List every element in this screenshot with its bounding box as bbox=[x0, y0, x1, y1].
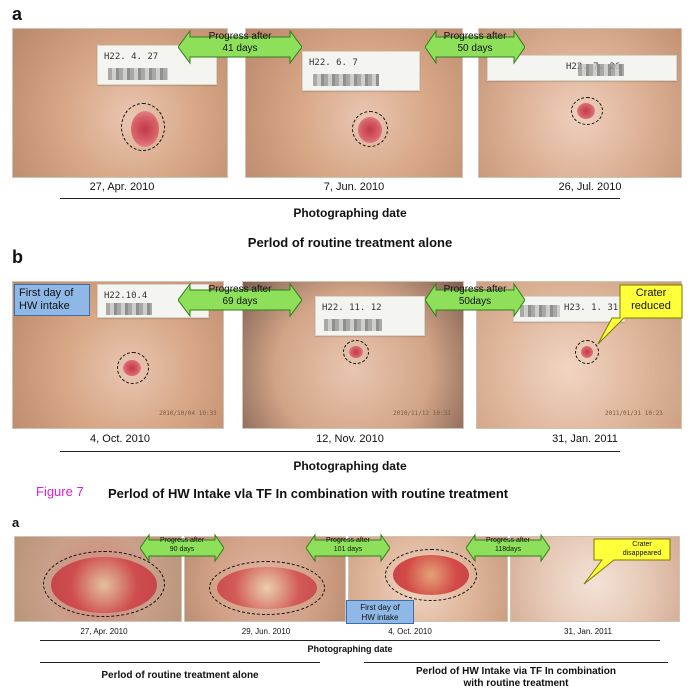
crater-callout-shape bbox=[597, 284, 683, 345]
photo-tape: H22. 6. 7 bbox=[302, 51, 420, 91]
divider bbox=[60, 198, 620, 199]
divider bbox=[40, 662, 320, 663]
progress-arrow bbox=[140, 533, 224, 563]
progress-arrow bbox=[425, 282, 525, 318]
photographing-date-label: Photographing date bbox=[293, 206, 407, 220]
wound-photo-7 bbox=[14, 536, 182, 622]
wound-outline bbox=[385, 549, 477, 601]
wound-photo-5: H22. 11. 12 2010/11/12 10:33 bbox=[242, 281, 464, 429]
tape-label: H22. 11. 12 bbox=[322, 303, 382, 313]
camera-timestamp: 2011/01/31 10:23 bbox=[605, 410, 663, 417]
progress-arrow-label: Progress after 50days bbox=[443, 284, 507, 307]
progress-arrow bbox=[178, 29, 302, 65]
photographing-date-label: Photographing date bbox=[293, 459, 407, 473]
photo-tape: H22. 7. 26 bbox=[487, 55, 677, 81]
photo-date: 12, Nov. 2010 bbox=[316, 433, 384, 445]
photo-date: 26, Jul. 2010 bbox=[558, 181, 622, 193]
wound-outline bbox=[343, 340, 369, 364]
camera-timestamp: 2010/11/12 10:33 bbox=[393, 410, 451, 417]
period-label: Perlod of routine treatment alone bbox=[101, 670, 259, 681]
progress-arrow-label: Progress after 118days bbox=[486, 537, 530, 553]
progress-arrow-label: Progress after 101 days bbox=[326, 537, 370, 553]
crater-callout-label: Crater disappeared bbox=[622, 541, 662, 557]
photo-date: 7, Jun. 2010 bbox=[323, 181, 385, 193]
panel-c-letter: a bbox=[12, 515, 20, 530]
first-day-callout: First day of HW intake bbox=[14, 284, 90, 316]
tape-label: H22.10.4 bbox=[104, 291, 148, 301]
photo-tape: H22. 11. 12 bbox=[315, 296, 425, 336]
first-day-callout: First day of HW intake bbox=[346, 600, 414, 624]
photo-date: 31, Jan. 2011 bbox=[564, 627, 612, 636]
photo-date: 31, Jan. 2011 bbox=[552, 433, 618, 445]
progress-arrow bbox=[178, 282, 302, 318]
progress-arrow-label: Progress after 41 days bbox=[208, 31, 272, 54]
panel-a-letter: a bbox=[12, 4, 23, 24]
wound-outline bbox=[575, 340, 599, 364]
wound-outline bbox=[209, 561, 325, 615]
wound-photo-2: H22. 6. 7 bbox=[245, 28, 463, 178]
progress-arrow bbox=[466, 533, 550, 563]
panel-b-letter: b bbox=[12, 247, 23, 267]
wound-outline bbox=[117, 352, 149, 384]
progress-arrow bbox=[425, 29, 525, 65]
figure-label: Figure 7 bbox=[36, 484, 84, 499]
photo-date: 29, Jun. 2010 bbox=[241, 627, 291, 636]
crater-callout-shape bbox=[583, 538, 671, 585]
photographing-date-label: Photographing date bbox=[307, 644, 393, 654]
divider bbox=[60, 451, 620, 452]
progress-arrow-label: Progress after 50 days bbox=[443, 31, 507, 54]
progress-arrow-label: Progress after 69 days bbox=[208, 284, 272, 307]
tape-label: H22. 6. 7 bbox=[309, 58, 358, 68]
period-label: Perlod of routine treatment alone bbox=[247, 235, 453, 250]
photo-date: 27, Apr. 2010 bbox=[80, 627, 128, 636]
camera-timestamp: 2010/10/04 10:33 bbox=[159, 410, 217, 417]
wound-outline bbox=[571, 97, 603, 125]
period-label: Perlod of HW Intake via TF In combinatio… bbox=[415, 666, 616, 689]
tape-label: H22. 4. 27 bbox=[104, 52, 159, 62]
progress-arrow bbox=[306, 533, 390, 563]
wound-outline bbox=[352, 111, 388, 147]
photo-tape: H23. 1. 31 bbox=[513, 296, 625, 322]
wound-outline bbox=[43, 551, 165, 617]
progress-arrow-label: Progress after 90 days bbox=[160, 537, 204, 553]
divider bbox=[40, 640, 660, 641]
crater-callout-label: Crater reduced bbox=[631, 287, 671, 312]
figure-caption: Perlod of HW Intake vla TF In combinatio… bbox=[108, 486, 509, 501]
divider bbox=[364, 662, 668, 663]
photo-date: 4, Oct. 2010 bbox=[388, 627, 432, 636]
tape-label: H23. 1. 31 bbox=[564, 303, 619, 313]
photo-date: 27, Apr. 2010 bbox=[89, 181, 155, 193]
photo-date: 4, Oct. 2010 bbox=[90, 433, 150, 445]
wound-outline bbox=[121, 103, 165, 151]
